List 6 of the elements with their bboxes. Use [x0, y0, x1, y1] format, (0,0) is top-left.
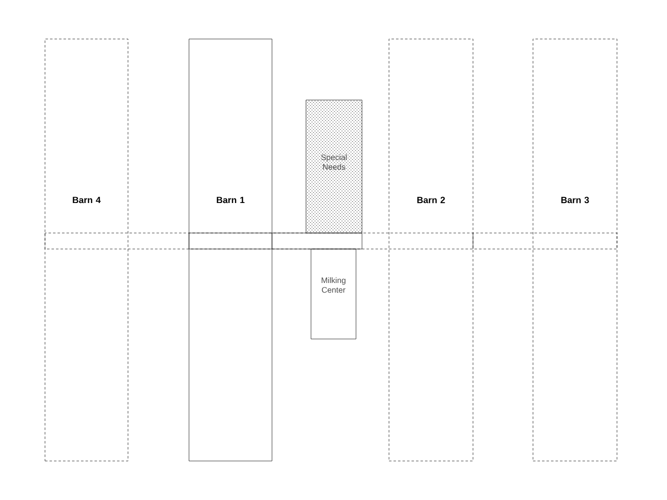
- barn-box: Barn 1: [188, 38, 272, 462]
- building-box: Milking Center: [310, 248, 356, 340]
- barn-box: Barn 2: [388, 38, 474, 462]
- barn-box: Barn 3: [532, 38, 618, 462]
- building-box: Special Needs: [306, 100, 362, 234]
- barn-box: Barn 4: [44, 38, 128, 462]
